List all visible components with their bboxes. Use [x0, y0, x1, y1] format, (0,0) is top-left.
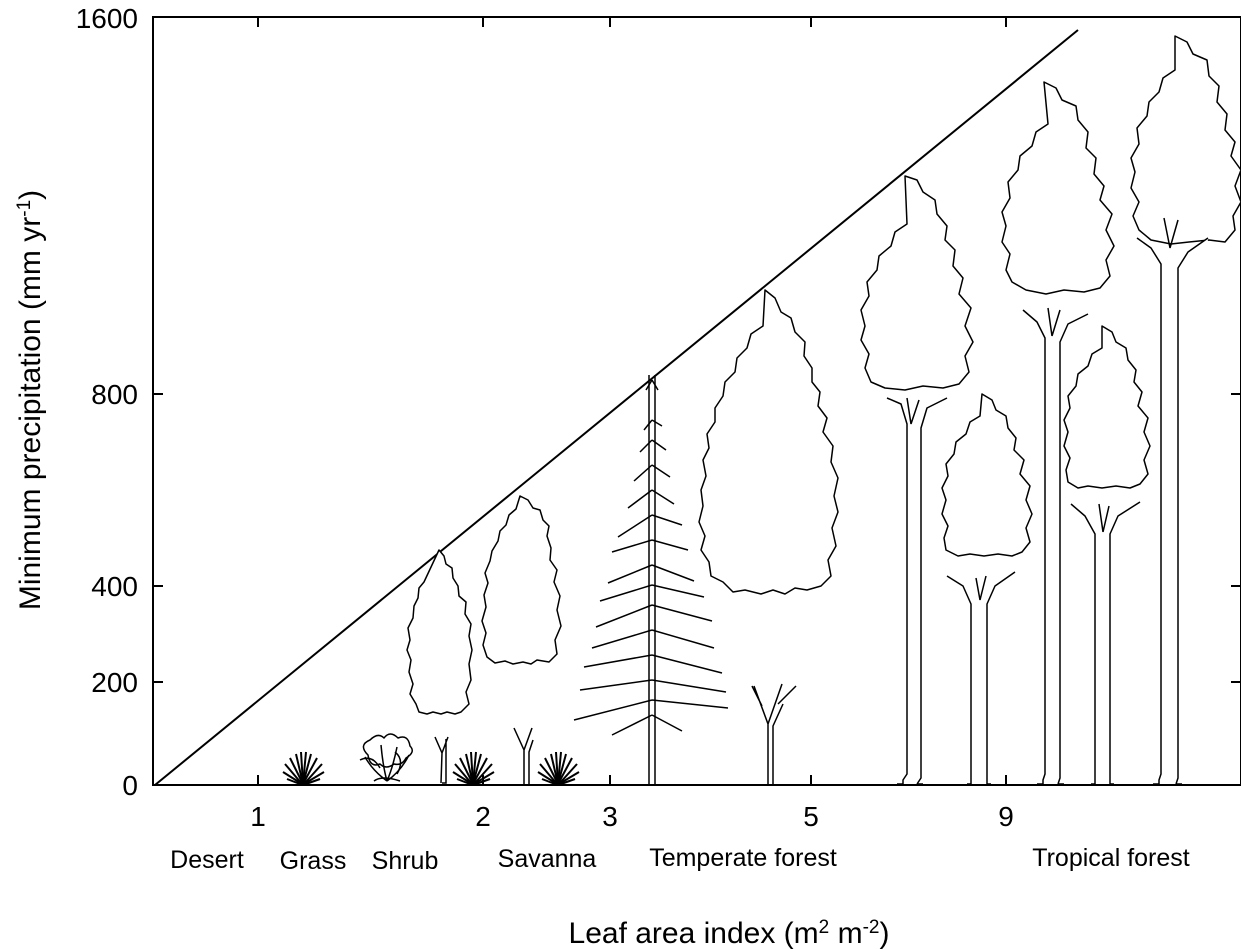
precipitation-limit-line	[154, 29, 1079, 786]
y-tick-label-800: 800	[91, 379, 138, 410]
biome-label-grass: Grass	[280, 847, 347, 875]
biome-label-desert: Desert	[170, 846, 244, 874]
y-tick-label-400: 400	[91, 571, 138, 602]
small-tree-icon	[406, 549, 473, 784]
biome-label-savanna: Savanna	[498, 845, 597, 873]
tropical-tree-icon	[1130, 35, 1241, 785]
y-tick-label-1600: 1600	[76, 3, 138, 34]
plot-frame	[152, 16, 1241, 786]
x-axis-title: Leaf area index (m2 m-2)	[569, 917, 890, 950]
biome-label-tropical-forest: Tropical forest	[1032, 844, 1190, 872]
biome-label-temperate-forest: Temperate forest	[649, 844, 837, 872]
x-tick-label-9: 9	[998, 801, 1014, 832]
grass-tuft-icon	[282, 751, 325, 785]
y-axis-ticks	[153, 393, 1241, 786]
tropical-tree-icon	[1063, 325, 1151, 785]
y-axis-title: Minimum precipitation (mm yr-1)	[14, 190, 47, 610]
savanna-tree-icon	[481, 495, 562, 784]
conifer-icon	[573, 375, 729, 785]
y-tick-label-200: 200	[91, 667, 138, 698]
tropical-tree-icon	[860, 175, 974, 785]
x-tick-label-1: 1	[250, 801, 266, 832]
grass-tuft-icon	[537, 751, 580, 785]
shrub-icon	[359, 733, 413, 782]
grass-tuft-icon	[452, 751, 495, 785]
x-tick-label-3: 3	[602, 801, 618, 832]
x-tick-label-5: 5	[803, 801, 819, 832]
y-tick-label-0: 0	[122, 770, 138, 801]
temperate-tree-icon	[698, 289, 839, 784]
tropical-tree-icon	[941, 393, 1033, 785]
x-tick-label-2: 2	[475, 801, 491, 832]
biome-label-shrub: Shrub	[372, 847, 439, 875]
x-axis-ticks	[257, 17, 1007, 785]
